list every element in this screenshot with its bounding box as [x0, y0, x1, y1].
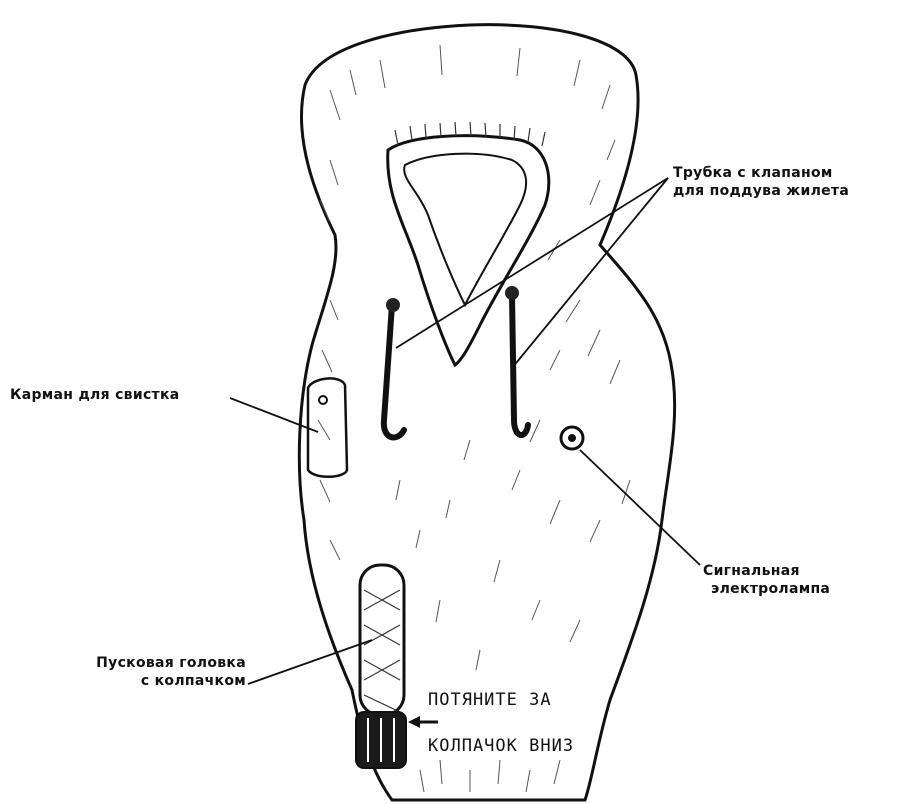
label-tube-valve-line2: для поддува жилета — [673, 182, 849, 200]
collar-hatching — [395, 122, 545, 146]
signal-lamp-center — [568, 434, 576, 442]
vest-outline — [299, 25, 674, 800]
label-tube-valve-line1: Трубка с клапаном — [673, 164, 849, 182]
label-trigger-head-line2: с колпачком — [50, 672, 246, 690]
whistle-pocket-button — [319, 396, 327, 404]
pull-arrow-head — [408, 716, 420, 728]
label-whistle-pocket: Карман для свистка — [10, 386, 180, 404]
label-trigger-head-line1: Пусковая головка — [50, 654, 246, 672]
whistle-pocket — [308, 378, 347, 476]
vest-print-line1: ПОТЯНИТЕ ЗА — [428, 690, 552, 710]
valve-cap-right — [505, 286, 519, 300]
valve-cap-left — [386, 298, 400, 312]
vest-print-line2: КОЛПАЧОК ВНИЗ — [428, 736, 574, 756]
inflation-tube-left — [384, 305, 404, 437]
gas-canister — [360, 565, 404, 715]
collar-opening — [388, 136, 549, 365]
label-signal-lamp-line2: электролампа — [703, 580, 830, 598]
label-signal-lamp-line1: Сигнальная — [703, 562, 830, 580]
canister-hatching — [364, 590, 400, 712]
